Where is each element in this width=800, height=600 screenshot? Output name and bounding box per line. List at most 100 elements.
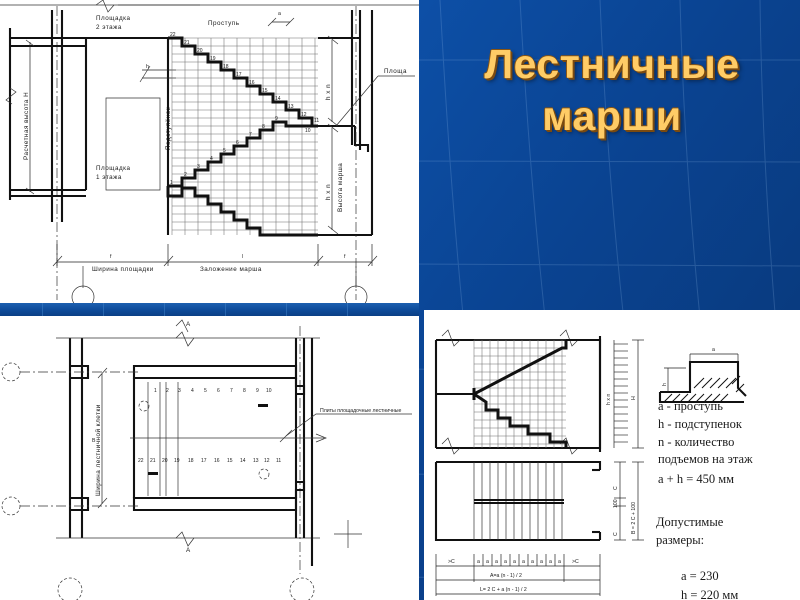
step-number: 8 xyxy=(262,124,265,130)
step-number: 3 xyxy=(178,388,181,394)
step-number: 11 xyxy=(276,458,281,464)
step-number: 19 xyxy=(174,458,180,464)
label-dim-h: h xyxy=(146,64,149,70)
label-dim-l: l xyxy=(242,254,243,260)
figure-plan-drawing: 1 2 3 4 5 6 7 8 9 10 22 21 20 19 18 17 1… xyxy=(0,316,419,600)
label-hxn-lower: h x n xyxy=(325,184,332,200)
label-a-rep: a xyxy=(558,559,561,565)
label-dim-f-right: f xyxy=(344,254,346,260)
label-hxn: h x n xyxy=(606,394,612,405)
label-landing-width: Ширина площадки xyxy=(92,266,154,273)
step-number: 1 xyxy=(154,388,157,394)
step-number: 14 xyxy=(275,96,281,102)
label-calc-height: Расчетная высота Н xyxy=(23,92,30,160)
step-number: 18 xyxy=(188,458,194,464)
label-B-formula: B = 2 C + 100 xyxy=(631,502,637,534)
allowed-a-0: a = 230 xyxy=(681,569,719,584)
step-number: 2 xyxy=(184,172,187,178)
label-hxn-upper: h x n xyxy=(325,84,332,100)
title-line-1: Лестничные xyxy=(484,41,740,87)
step-number: 5 xyxy=(204,388,207,394)
label-dim-f-left: f xyxy=(110,254,112,260)
step-number: 6 xyxy=(236,140,239,146)
step-number: 17 xyxy=(236,72,242,78)
allowed-row: a = 230 h = 220 мм xyxy=(656,549,751,600)
label-flight-run: Заложение марша xyxy=(200,266,262,273)
label-dim-b: B xyxy=(92,438,96,444)
label-flight-height: Высота марша xyxy=(337,163,344,212)
legend-line-h: h - подступенок xyxy=(658,416,742,431)
figure-section-drawing: Расчетная высота Н Площадка 2 этажа Площ… xyxy=(0,0,419,303)
step-number: 16 xyxy=(249,80,255,86)
label-landing-right: Площа xyxy=(384,68,407,75)
label-a-rep: a xyxy=(513,559,516,565)
label-detail-h: h xyxy=(662,383,668,386)
label-C-bottom: C xyxy=(613,532,619,536)
figure-formulas-panel: h x n H C 100 xyxy=(424,310,800,600)
step-number: 14 xyxy=(240,458,246,464)
step-number: 9 xyxy=(256,388,259,394)
step-number: 5 xyxy=(223,148,226,154)
legend-block: a - проступь h - подступенок n - количес… xyxy=(658,398,753,469)
legend-line-n: n - количество xyxy=(658,434,735,449)
step-number: 22 xyxy=(138,458,144,464)
step-number: 22 xyxy=(170,32,176,38)
label-a-rep: a xyxy=(477,559,480,565)
step-number: 13 xyxy=(253,458,259,464)
step-number: 16 xyxy=(214,458,220,464)
allowed-title-1: Допустимые xyxy=(656,515,724,529)
step-number: 18 xyxy=(223,64,229,70)
label-stairwell-width: Ширина лестничной клетки xyxy=(94,404,102,496)
step-number: 4 xyxy=(210,156,213,162)
step-number: 8 xyxy=(243,388,246,394)
label-a-rep: a xyxy=(540,559,543,565)
step-number: 2 xyxy=(166,388,169,394)
step-number: 1 xyxy=(170,180,173,186)
label-axis-a-top: А xyxy=(186,321,191,328)
step-number: 20 xyxy=(197,48,203,54)
label-gtC-right: >C xyxy=(572,559,579,565)
label-tread: Проступь xyxy=(208,20,240,27)
label-C-top: C xyxy=(613,486,619,490)
step-number: 15 xyxy=(262,88,268,94)
page-title: Лестничные марши xyxy=(424,38,800,143)
step-number: 10 xyxy=(266,388,272,394)
label-landing-2b: 2 этажа xyxy=(96,24,122,31)
step-number: 21 xyxy=(184,40,190,46)
label-landing-1b: 1 этажа xyxy=(96,174,122,181)
label-a-rep: a xyxy=(522,559,525,565)
label-a-rep: a xyxy=(531,559,534,565)
step-number: 12 xyxy=(301,112,307,118)
label-detail-a: a xyxy=(712,347,715,353)
label-a-rep: a xyxy=(504,559,507,565)
step-number: 12 xyxy=(264,458,270,464)
panel-divider-band xyxy=(0,303,419,316)
label-a-rep: a xyxy=(549,559,552,565)
step-number: 20 xyxy=(162,458,168,464)
label-a-rep: a xyxy=(486,559,489,565)
step-number: 17 xyxy=(201,458,207,464)
step-number: 9 xyxy=(275,116,278,122)
step-number: 10 xyxy=(305,128,311,134)
legend-line-a: a - проступь xyxy=(658,399,723,413)
step-number: 7 xyxy=(249,132,252,138)
label-dim-a: a xyxy=(278,11,281,17)
step-number: 13 xyxy=(288,104,294,110)
step-number: 15 xyxy=(227,458,233,464)
step-number: 6 xyxy=(217,388,220,394)
label-callout: Плиты площадочные лестничные xyxy=(320,408,401,414)
label-a-rep: a xyxy=(495,559,498,565)
label-landing-1: Площадка xyxy=(96,165,131,172)
label-A-formula: A=a (n - 1) / 2 xyxy=(490,573,522,579)
allowed-sizes-block: Допустимые размеры: a = 230 h = 220 мм 2… xyxy=(656,513,751,600)
allowed-title-2: размеры: xyxy=(656,533,705,548)
label-gtC-left: >C xyxy=(448,559,455,565)
step-number: 3 xyxy=(197,164,200,170)
step-number: 7 xyxy=(230,388,233,394)
allowed-h-0: h = 220 мм xyxy=(681,587,739,600)
step-number: 19 xyxy=(210,56,216,62)
label-landing-2: Площадка xyxy=(96,15,131,22)
label-H: H xyxy=(631,396,637,400)
step-number: 21 xyxy=(150,458,156,464)
